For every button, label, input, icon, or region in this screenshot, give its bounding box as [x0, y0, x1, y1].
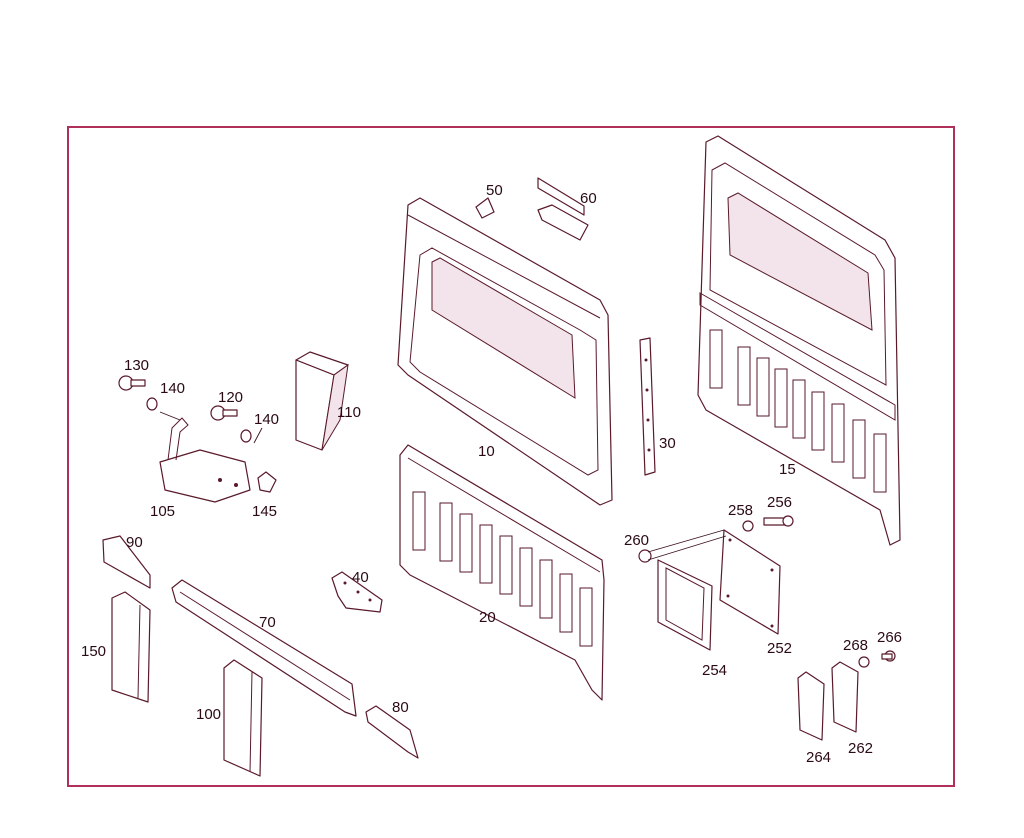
part-70-beam	[171, 579, 357, 717]
fasteners-cover	[638, 515, 794, 563]
label-266: 266	[877, 629, 902, 646]
part-60-bracket	[537, 177, 589, 241]
label-30: 30	[659, 435, 676, 452]
part-110-block	[295, 351, 349, 451]
label-130: 130	[124, 357, 149, 374]
fasteners-left	[118, 375, 277, 493]
label-20: 20	[479, 609, 496, 626]
fasteners-small-cover	[858, 650, 896, 668]
label-50: 50	[486, 182, 503, 199]
part-40-plate	[331, 571, 383, 613]
part-10-rear-wall	[397, 197, 613, 506]
label-268: 268	[843, 637, 868, 654]
part-90-rail	[102, 535, 151, 589]
label-258: 258	[728, 502, 753, 519]
part-150-pillar	[111, 591, 151, 703]
label-110: 110	[337, 404, 361, 421]
label-60: 60	[580, 190, 597, 207]
label-105: 105	[150, 503, 175, 520]
part-30-strip	[639, 337, 656, 476]
label-254: 254	[702, 662, 727, 679]
label-140-a: 140	[160, 380, 185, 397]
part-254-gasket-frame	[657, 559, 713, 651]
label-145: 145	[252, 503, 277, 520]
label-262: 262	[848, 740, 873, 757]
label-100: 100	[196, 706, 221, 723]
label-140-b: 140	[254, 411, 279, 428]
leader-lines-left	[159, 411, 263, 444]
label-15: 15	[779, 461, 796, 478]
diagram-frame	[67, 126, 955, 787]
part-80-bracket	[365, 705, 419, 759]
label-90: 90	[126, 534, 143, 551]
label-260: 260	[624, 532, 649, 549]
part-20-lower-panel	[399, 444, 605, 701]
part-105-hinge	[159, 417, 251, 503]
part-15-front-wall	[697, 135, 901, 546]
label-150: 150	[81, 643, 106, 660]
label-120: 120	[218, 389, 243, 406]
label-10: 10	[478, 443, 495, 460]
part-264-small-cover	[797, 671, 825, 741]
label-264: 264	[806, 749, 831, 766]
part-252-cover-plate	[719, 529, 781, 635]
label-256: 256	[767, 494, 792, 511]
label-252: 252	[767, 640, 792, 657]
part-100-pillar	[223, 659, 263, 777]
leader-lines-cover	[647, 529, 727, 561]
part-labels: 10 15 20 30 40 50 60 70 80 90 100 105 11…	[81, 182, 902, 766]
label-40: 40	[352, 569, 369, 586]
part-262-small-cover	[831, 661, 859, 733]
label-70: 70	[259, 614, 276, 631]
part-15-slots	[709, 329, 887, 493]
label-80: 80	[392, 699, 409, 716]
part-50-bracket	[475, 197, 495, 219]
